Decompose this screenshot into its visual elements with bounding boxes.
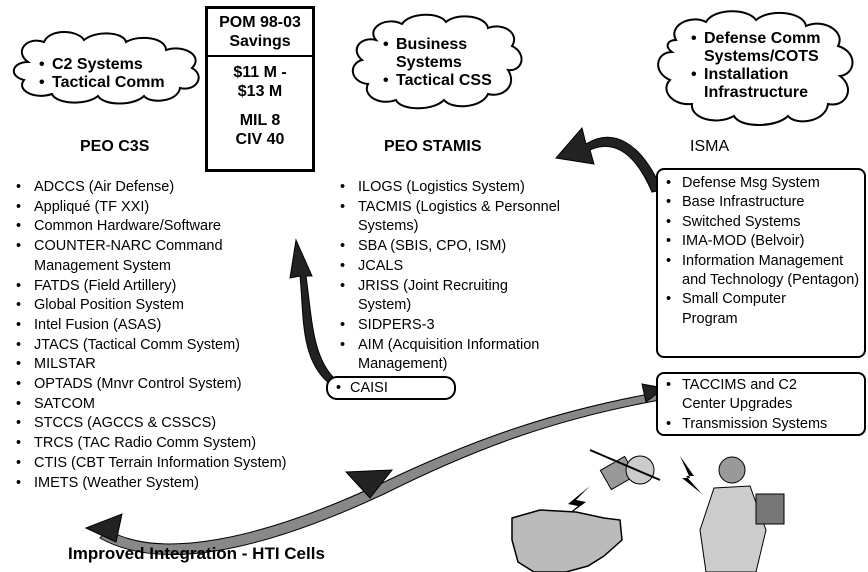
- satellite-clipart: [589, 449, 661, 491]
- stamis-list: ILOGS (Logistics System) TACMIS (Logisti…: [336, 178, 586, 375]
- peo-stamis-heading: PEO STAMIS: [384, 138, 482, 155]
- list-item: TACMIS (Logistics & Personnel Systems): [336, 198, 586, 237]
- taccims-list: TACCIMS and C2 Center Upgrades Transmiss…: [664, 376, 862, 435]
- list-item: STCCS (AGCCS & CSSCS): [12, 414, 342, 434]
- list-item: Defense Msg System: [664, 174, 864, 194]
- caisi-box: • CAISI: [326, 376, 456, 400]
- list-item: SATCOM: [12, 395, 342, 415]
- pom-amount-line1: $11 M -: [233, 64, 287, 81]
- list-item: AIM (Acquisition Information Management): [336, 336, 586, 375]
- isma-to-stamis-arrow: [555, 126, 663, 193]
- list-item: Base Infrastructure: [664, 193, 864, 213]
- stamis-cloud-item: Business Systems: [383, 36, 512, 72]
- integration-arrow-head-left: [84, 513, 123, 543]
- pom-divider: [208, 55, 312, 57]
- list-item: JRISS (Joint Recruiting System): [336, 277, 558, 316]
- isma-cloud-text: Defense Comm Systems/COTS Installation I…: [690, 30, 840, 102]
- list-item: ADCCS (Air Defense): [12, 178, 342, 198]
- pom-amount-line2: $13 M: [237, 83, 283, 100]
- stamis-cloud-item: Tactical CSS: [383, 72, 512, 90]
- list-item: OPTADS (Mnvr Control System): [12, 375, 342, 395]
- caisi-label: CAISI: [350, 380, 388, 396]
- list-item: ILOGS (Logistics System): [336, 178, 586, 198]
- footer-caption: Improved Integration - HTI Cells: [68, 544, 325, 563]
- isma-cloud-item: Defense Comm Systems/COTS: [691, 30, 840, 66]
- peo-c3s-heading: PEO C3S: [80, 138, 150, 155]
- lightning-icon: [556, 486, 590, 524]
- lightning-icon-2: [680, 456, 702, 494]
- taccims-box: TACCIMS and C2 Center Upgrades Transmiss…: [656, 372, 866, 436]
- list-item: IMA-MOD (Belvoir): [664, 232, 864, 252]
- c3s-list: ADCCS (Air Defense) Appliqué (TF XXI) Co…: [12, 178, 342, 493]
- list-item: FATDS (Field Artillery): [12, 277, 342, 297]
- list-item: TRCS (TAC Radio Comm System): [12, 434, 342, 454]
- list-item: SIDPERS-3: [336, 316, 586, 336]
- list-item: Global Position System: [12, 296, 342, 316]
- list-item: Appliqué (TF XXI): [12, 198, 342, 218]
- list-item: CTIS (CBT Terrain Information System): [12, 454, 342, 474]
- list-item: JCALS: [336, 257, 586, 277]
- c3s-cloud-text: C2 Systems Tactical Comm: [38, 56, 165, 92]
- pom-title-line2: Savings: [229, 33, 291, 50]
- isma-cloud-item: Installation Infrastructure: [691, 66, 840, 102]
- c3s-cloud-item: C2 Systems: [39, 56, 165, 74]
- list-item: TACCIMS and C2 Center Upgrades: [664, 376, 842, 415]
- list-item: Information Management and Technology (P…: [664, 252, 864, 291]
- pom-mil: MIL 8: [239, 112, 281, 129]
- list-item: Transmission Systems: [664, 415, 862, 435]
- list-item: Common Hardware/Software: [12, 217, 342, 237]
- list-item: COUNTER-NARC Command Management System: [12, 237, 282, 276]
- isma-heading: ISMA: [690, 138, 730, 155]
- list-item: JTACS (Tactical Comm System): [12, 336, 342, 356]
- list-item: Small Computer Program: [664, 290, 832, 329]
- pom-civ: CIV 40: [235, 131, 285, 148]
- isma-list: Defense Msg System Base Infrastructure S…: [664, 174, 864, 329]
- isma-box: Defense Msg System Base Infrastructure S…: [656, 168, 866, 358]
- soldier-clipart: [699, 456, 785, 572]
- list-item: Switched Systems: [664, 213, 864, 233]
- list-item: SBA (SBIS, CPO, ISM): [336, 237, 586, 257]
- list-item: Intel Fusion (ASAS): [12, 316, 342, 336]
- list-item: IMETS (Weather System): [12, 474, 342, 494]
- integration-arrow-head-mid: [344, 469, 394, 499]
- list-item: MILSTAR: [12, 355, 342, 375]
- us-map-clipart: [511, 509, 623, 572]
- caisi-bullet: •: [336, 380, 342, 396]
- c3s-cloud-item: Tactical Comm: [39, 74, 165, 92]
- pom-savings-box: POM 98-03 Savings $11 M - $13 M MIL 8 CI…: [205, 6, 315, 172]
- stamis-cloud-text: Business Systems Tactical CSS: [382, 36, 512, 90]
- pom-title-line1: POM 98-03: [219, 14, 301, 31]
